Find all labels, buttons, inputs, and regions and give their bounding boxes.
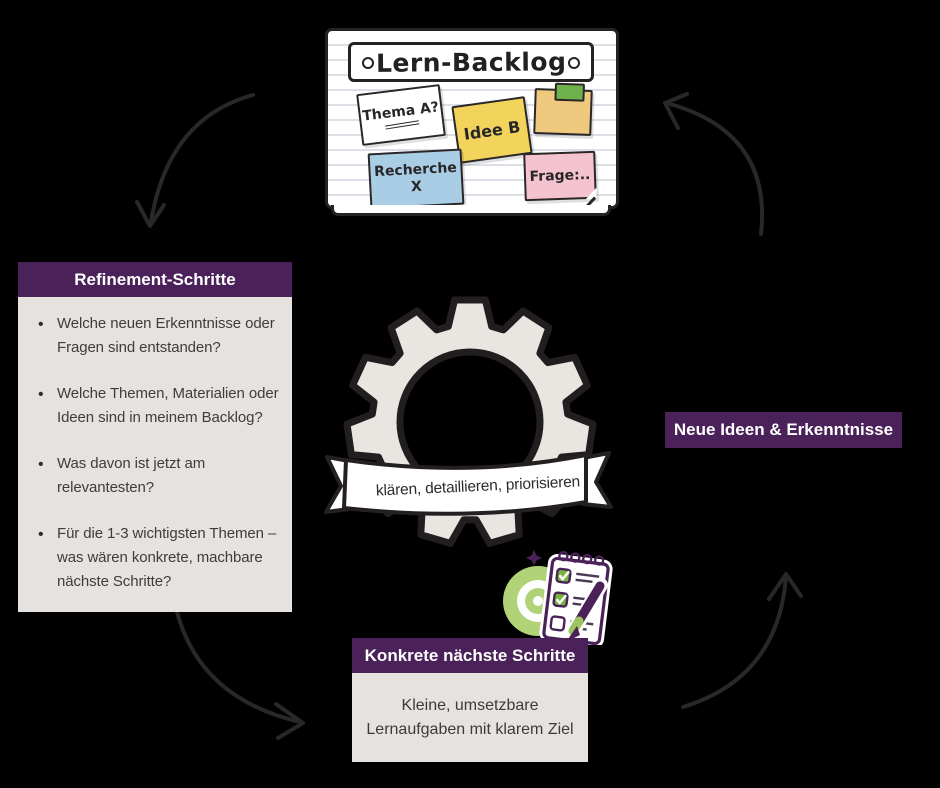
notepad-icon [539, 550, 613, 645]
refinement-steps-title: Refinement-Schritte [18, 262, 292, 297]
checklist-illustration [503, 550, 613, 645]
arrow-top-left [149, 93, 255, 224]
sparkle-icon [526, 550, 542, 566]
arrowhead-bottom-left [274, 702, 305, 740]
next-steps-box: Konkrete nächste Schritte Kleine, umsetz… [352, 638, 588, 762]
sticky-note-blank [533, 82, 593, 136]
note-thema-label: Thema A? [361, 98, 440, 125]
note-recherche-line2: X [410, 178, 423, 196]
underline-decoration [385, 119, 420, 130]
list-item: Welche Themen, Materialien oder Ideen si… [38, 382, 285, 430]
new-ideas-badge: Neue Ideen & Erkenntnisse [665, 412, 902, 448]
next-steps-body: Kleine, umsetzbare Lernaufgaben mit klar… [352, 673, 588, 762]
sticky-note-idee: Idee B [451, 96, 533, 164]
list-item: Für die 1-3 wichtigsten Themen – was wär… [38, 522, 285, 594]
arrow-bottom-left [174, 606, 302, 724]
note-recherche-line1: Recherche [373, 159, 458, 180]
list-item: Was davon ist jetzt am relevantesten? [38, 452, 285, 500]
sticky-note-frage: Frage:.. [523, 150, 597, 208]
list-item: Welche neuen Erkenntnisse oder Fragen si… [38, 312, 285, 360]
board-header: Lern-Backlog [348, 42, 594, 82]
arrow-bottom-right [681, 575, 788, 709]
new-ideas-label: Neue Ideen & Erkenntnisse [673, 420, 894, 439]
refinement-steps-body: Welche neuen Erkenntnisse oder Fragen si… [18, 297, 292, 612]
arrow-top-right [668, 102, 764, 236]
lern-backlog-board: Lern-Backlog Thema A? Idee B Recherche X… [325, 28, 619, 216]
refinement-steps-list: Welche neuen Erkenntnisse oder Fragen si… [38, 312, 279, 594]
note-idee-label: Idee B [462, 116, 522, 144]
ribbon-icon [324, 451, 613, 516]
sticky-note-thema: Thema A? [356, 84, 446, 146]
sticky-note-recherche: Recherche X [367, 148, 465, 210]
refinement-steps-panel: Refinement-Schritte Welche neuen Erkennt… [18, 262, 292, 612]
banner-ribbon: klären, detaillieren, priorisieren [318, 448, 638, 530]
screw-icon [362, 57, 374, 69]
screw-icon [568, 57, 580, 69]
next-steps-title: Konkrete nächste Schritte [352, 638, 588, 673]
note-frage-label: Frage:.. [529, 166, 591, 186]
arrowhead-top-left [135, 200, 166, 228]
arrowhead-top-right [663, 92, 689, 130]
green-tab-icon [554, 82, 585, 102]
board-title: Lern-Backlog [375, 46, 567, 78]
arrowhead-bottom-right [767, 572, 803, 601]
